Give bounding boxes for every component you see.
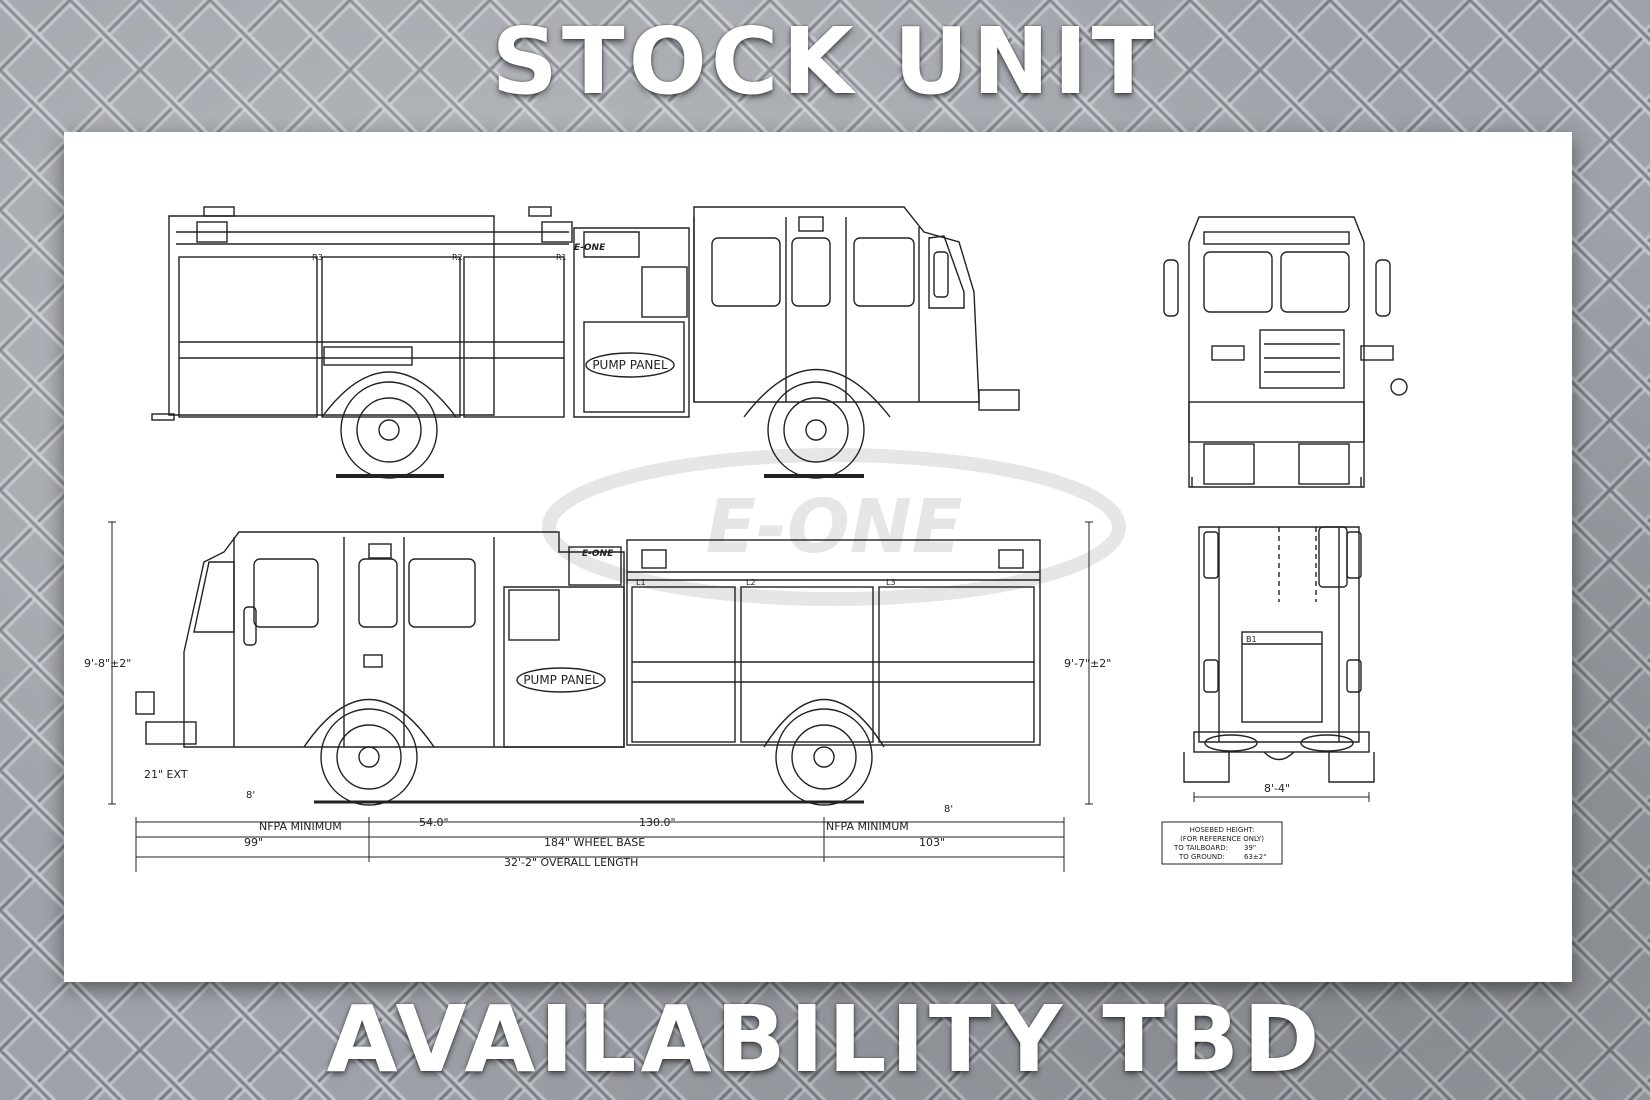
- truck-blueprint: E-ONE: [84, 206, 1408, 872]
- dim-approach: 8': [246, 790, 255, 801]
- front-view: [1163, 216, 1408, 488]
- drawing-labels: E-ONE E-ONE PUMP PANEL PUMP PANEL R3 R2 …: [84, 243, 1290, 869]
- comp-r2: R2: [452, 253, 463, 262]
- comp-r3: R3: [312, 253, 323, 262]
- side-view-right: [151, 206, 1020, 479]
- hosebed-box: [1161, 821, 1283, 865]
- badge-top: E-ONE: [574, 243, 606, 253]
- badge-bottom: E-ONE: [582, 549, 614, 559]
- dimension-lines: [108, 521, 1370, 872]
- dim-103: 103": [919, 836, 945, 849]
- blueprint-sheet: E-ONE: [64, 132, 1572, 982]
- dim-54: 54.0": [419, 816, 449, 829]
- pump-panel-top: PUMP PANEL: [592, 358, 668, 372]
- hosebed-tailboard-label: TO TAILBOARD:: [1173, 844, 1228, 852]
- pump-panel-bottom: PUMP PANEL: [523, 673, 599, 687]
- dim-height-left: 9'-8"±2": [84, 657, 131, 670]
- comp-l1: L1: [636, 578, 646, 587]
- dim-nfpa-right: NFPA MINIMUM: [826, 820, 909, 833]
- dim-wheel-base: 184" WHEEL BASE: [544, 836, 645, 849]
- comp-l3: L3: [886, 578, 896, 587]
- dim-departure: 8': [944, 804, 953, 815]
- hosebed-tailboard-value: 39": [1244, 844, 1256, 852]
- title-availability: AVAILABILITY TBD: [326, 986, 1324, 1093]
- dim-overall-length: 32'-2" OVERALL LENGTH: [504, 856, 638, 869]
- hosebed-ground-label: TO GROUND:: [1178, 853, 1225, 861]
- dim-99: 99": [244, 836, 263, 849]
- rear-view: [1183, 526, 1375, 783]
- comp-l2: L2: [746, 578, 756, 587]
- dim-nfpa-left: NFPA MINIMUM: [259, 820, 342, 833]
- comp-r1: R1: [556, 253, 567, 262]
- hosebed-note: (FOR REFERENCE ONLY): [1180, 835, 1264, 843]
- hosebed-title: HOSEBED HEIGHT:: [1190, 826, 1255, 834]
- dim-height-right: 9'-7"±2": [1064, 657, 1111, 670]
- hosebed-ground-value: 63±2": [1244, 853, 1266, 861]
- dim-rear-width: 8'-4": [1264, 782, 1290, 795]
- dim-front-ext: 21" EXT: [144, 768, 188, 781]
- dim-130: 130.0": [639, 816, 676, 829]
- watermark-text: E-ONE: [706, 484, 963, 570]
- e-one-watermark: E-ONE: [542, 448, 1126, 606]
- side-view-left: [135, 531, 1041, 806]
- comp-b1: B1: [1246, 635, 1257, 644]
- title-stock-unit: STOCK UNIT: [491, 8, 1159, 115]
